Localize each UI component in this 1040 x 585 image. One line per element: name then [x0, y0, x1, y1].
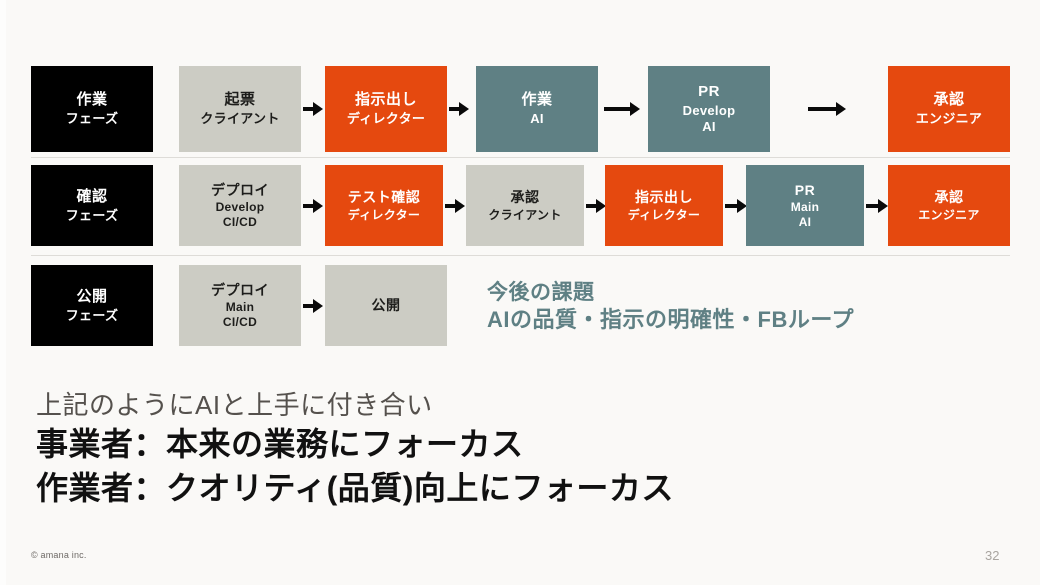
step-line3: CI/CD: [222, 215, 258, 230]
phase-label-line1: 確認: [76, 187, 108, 205]
step-line2: ディレクター: [627, 207, 701, 222]
step-box: 承認 クライアント: [466, 165, 584, 246]
step-line2: クライアント: [200, 111, 280, 127]
arrow-head: [313, 102, 323, 116]
arrow-right-icon: [445, 198, 465, 214]
arrow-head: [459, 102, 469, 116]
arrow-shaft: [303, 204, 313, 208]
phase-label-line1: 作業: [76, 91, 108, 109]
copyright-notice: © amana inc.: [31, 550, 87, 560]
phase-label-work: 作業 フェーズ: [31, 66, 153, 152]
step-line1: 指示出し: [354, 91, 417, 109]
step-line2: エンジニア: [915, 111, 983, 127]
phase-label-line1: 公開: [76, 287, 108, 305]
future-issues-note: 今後の課題 AIの品質・指示の明確性・FBループ: [487, 279, 854, 335]
step-box: 公開: [325, 265, 447, 346]
arrow-shaft: [604, 107, 630, 111]
flow-row-release-phase: 公開 フェーズ デプロイ Main CI/CD 公開: [0, 265, 1040, 346]
step-line3: AI: [702, 119, 716, 135]
step-line2: エンジニア: [918, 207, 980, 222]
phase-label-confirm: 確認 フェーズ: [31, 165, 153, 246]
future-issues-detail: AIの品質・指示の明確性・FBループ: [487, 307, 855, 333]
summary-lead: 上記のようにAIと上手に付き合い: [36, 390, 433, 420]
summary-text-block: 上記のようにAIと上手に付き合い 事業者：本来の業務にフォーカス 作業者：クオリ…: [36, 388, 674, 511]
arrow-head: [737, 199, 747, 213]
summary-line-worker: 作業者：クオリティ(品質)向上にフォーカス: [36, 470, 674, 507]
step-box: PR Main AI: [746, 165, 864, 246]
summary-line-business: 事業者：本来の業務にフォーカス: [36, 426, 524, 463]
step-line1: PR: [698, 83, 720, 101]
step-box: 承認 エンジニア: [888, 66, 1010, 152]
step-line3: AI: [798, 215, 812, 230]
arrow-head: [836, 102, 846, 116]
arrow-right-icon: [604, 101, 640, 117]
step-box: 指示出し ディレクター: [605, 165, 723, 246]
arrow-shaft: [808, 107, 836, 111]
step-line3: CI/CD: [222, 315, 258, 330]
step-line1: 承認: [933, 91, 965, 109]
arrow-shaft: [303, 304, 313, 308]
flow-row-confirm-phase: 確認 フェーズ デプロイ Develop CI/CD テスト確認 ディレクター …: [0, 165, 1040, 246]
step-box: 作業 AI: [476, 66, 598, 152]
arrow-right-icon: [303, 298, 323, 314]
step-line2: Main: [790, 200, 820, 215]
phase-label-line2: フェーズ: [65, 111, 119, 127]
step-line1: テスト確認: [347, 189, 421, 206]
arrow-shaft: [303, 107, 313, 111]
arrow-shaft: [725, 204, 737, 208]
arrow-head: [313, 199, 323, 213]
arrow-head: [596, 199, 606, 213]
arrow-shaft: [866, 204, 878, 208]
step-box: PR Develop AI: [648, 66, 770, 152]
future-issues-title: 今後の課題: [487, 281, 595, 304]
step-line1: デプロイ: [211, 181, 269, 198]
step-line2: ディレクター: [346, 111, 426, 127]
arrow-right-icon: [303, 101, 323, 117]
step-box: テスト確認 ディレクター: [325, 165, 443, 246]
step-line1: 公開: [371, 297, 401, 314]
step-line2: AI: [530, 111, 544, 127]
arrow-right-icon: [808, 101, 846, 117]
step-line2: Develop: [215, 200, 265, 215]
arrow-head: [455, 199, 465, 213]
step-box: 起票 クライアント: [179, 66, 301, 152]
arrow-right-icon: [725, 198, 747, 214]
step-line1: 承認: [510, 189, 540, 206]
row-separator: [31, 157, 1010, 158]
arrow-shaft: [586, 204, 596, 208]
arrow-head: [878, 199, 888, 213]
step-line1: PR: [794, 181, 816, 198]
arrow-right-icon: [866, 198, 888, 214]
page-number: 32: [985, 548, 1000, 563]
arrow-right-icon: [303, 198, 323, 214]
phase-label-line2: フェーズ: [65, 307, 119, 323]
phase-label-release: 公開 フェーズ: [31, 265, 153, 346]
phase-label-line2: フェーズ: [65, 207, 119, 223]
step-box: 承認 エンジニア: [888, 165, 1010, 246]
step-line2: ディレクター: [347, 207, 421, 222]
step-box: デプロイ Develop CI/CD: [179, 165, 301, 246]
step-line2: Main: [225, 300, 255, 315]
arrow-shaft: [449, 107, 459, 111]
step-line1: 起票: [224, 91, 256, 109]
step-line2: Develop: [682, 103, 736, 119]
step-line1: 承認: [934, 189, 964, 206]
step-line1: 指示出し: [635, 189, 693, 206]
step-line2: クライアント: [488, 207, 562, 222]
step-box: デプロイ Main CI/CD: [179, 265, 301, 346]
arrow-head: [313, 299, 323, 313]
flow-row-work-phase: 作業 フェーズ 起票 クライアント 指示出し ディレクター 作業 AI: [0, 66, 1040, 152]
row-separator: [31, 255, 1010, 256]
arrow-head: [630, 102, 640, 116]
arrow-right-icon: [449, 101, 469, 117]
arrow-right-icon: [586, 198, 606, 214]
step-box: 指示出し ディレクター: [325, 66, 447, 152]
step-line1: デプロイ: [211, 281, 269, 298]
step-line1: 作業: [521, 91, 553, 109]
left-margin-strip: [0, 0, 6, 585]
arrow-shaft: [445, 204, 455, 208]
